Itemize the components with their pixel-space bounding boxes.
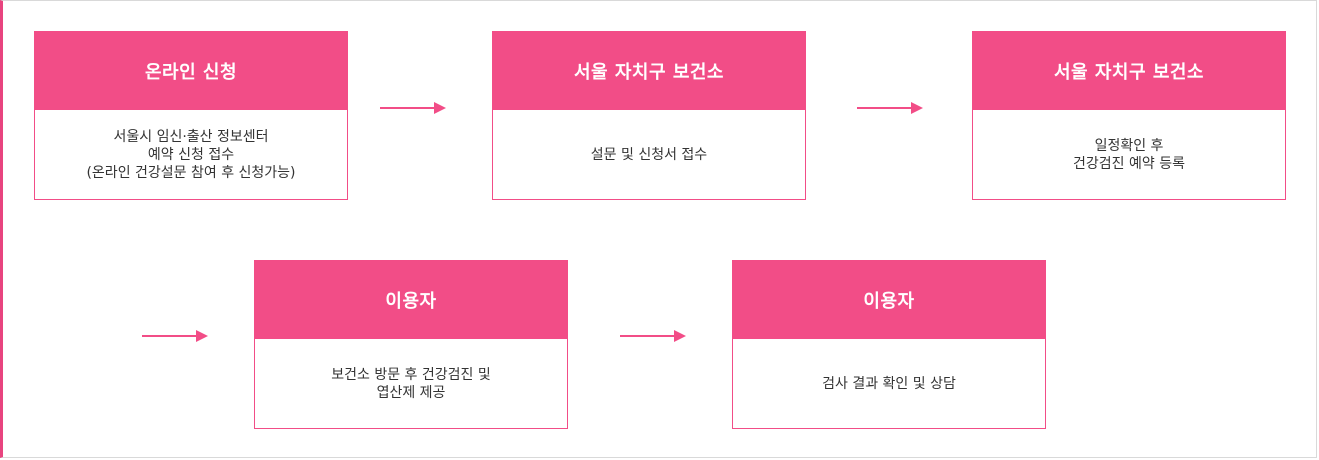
step-online-application: 온라인 신청 서울시 임신·출산 정보센터 예약 신청 접수 (온라인 건강설문…: [34, 31, 348, 200]
step-description-line: 검사 결과 확인 및 상담: [822, 375, 956, 392]
step-description-line: 보건소 방문 후 건강검진 및: [331, 366, 491, 383]
step-title: 이용자: [733, 261, 1045, 339]
step-description-line: 설문 및 신청서 접수: [590, 146, 708, 163]
step-user-visit: 이용자 보건소 방문 후 건강검진 및 엽산제 제공: [254, 260, 568, 429]
step-description: 서울시 임신·출산 정보센터 예약 신청 접수 (온라인 건강설문 참여 후 신…: [35, 110, 347, 199]
step-user-results: 이용자 검사 결과 확인 및 상담: [732, 260, 1046, 429]
flow-arrow-icon: [380, 102, 446, 114]
step-description-line: 일정확인 후: [1094, 137, 1164, 154]
step-title: 이용자: [255, 261, 567, 339]
step-description-line: 예약 신청 접수: [147, 146, 235, 163]
flow-arrow-icon: [620, 330, 686, 342]
step-description-line: 건강검진 예약 등록: [1073, 155, 1185, 172]
flow-arrow-icon: [857, 102, 923, 114]
step-health-center-booking: 서울 자치구 보건소 일정확인 후 건강검진 예약 등록: [972, 31, 1286, 200]
step-title: 온라인 신청: [35, 32, 347, 110]
step-description: 설문 및 신청서 접수: [493, 110, 805, 199]
step-health-center-receipt: 서울 자치구 보건소 설문 및 신청서 접수: [492, 31, 806, 200]
step-description: 일정확인 후 건강검진 예약 등록: [973, 110, 1285, 199]
step-description-line: 엽산제 제공: [376, 384, 446, 401]
flow-arrow-icon: [142, 330, 208, 342]
step-title: 서울 자치구 보건소: [493, 32, 805, 110]
step-description: 검사 결과 확인 및 상담: [733, 339, 1045, 428]
step-description-line: (온라인 건강설문 참여 후 신청가능): [86, 164, 296, 181]
step-description: 보건소 방문 후 건강검진 및 엽산제 제공: [255, 339, 567, 428]
step-title: 서울 자치구 보건소: [973, 32, 1285, 110]
step-description-line: 서울시 임신·출산 정보센터: [113, 128, 269, 145]
